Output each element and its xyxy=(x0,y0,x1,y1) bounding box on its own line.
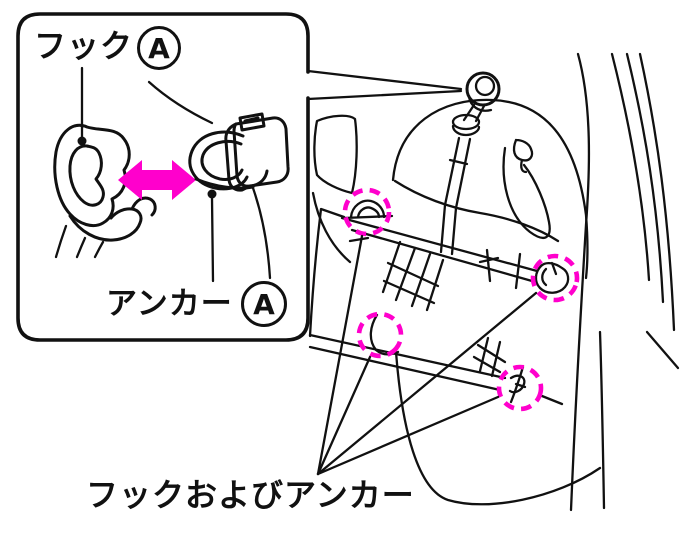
highlight-circle-1 xyxy=(342,187,392,237)
car-interior-illustration xyxy=(308,52,680,512)
anchor-point-hook xyxy=(534,261,570,294)
anchor-illustration xyxy=(147,80,290,283)
anchor-point-clip xyxy=(508,365,527,404)
net-rod-hook xyxy=(439,71,501,256)
caption-leader-lines xyxy=(316,234,538,476)
callout-tail xyxy=(306,69,463,101)
anchor-label: アンカー xyxy=(106,286,233,322)
highlight-circle-4 xyxy=(496,364,544,412)
highlight-circles xyxy=(342,187,580,412)
swap-arrow-icon xyxy=(118,160,196,200)
anchor-marker-badge: A xyxy=(241,281,287,327)
callout-box xyxy=(16,12,463,342)
anchor-point-dome xyxy=(348,199,386,243)
highlight-circle-3 xyxy=(356,311,404,359)
seat-and-trim xyxy=(311,98,589,280)
highlight-circle-2 xyxy=(530,253,580,303)
hanging-strap xyxy=(502,138,551,240)
hook-illustration xyxy=(53,66,157,259)
figure-caption: フックおよびアンカー xyxy=(86,476,415,514)
hook-label: フック xyxy=(34,27,134,65)
pillar-trim-lines xyxy=(569,52,680,512)
hook-marker-badge: A xyxy=(137,26,181,70)
